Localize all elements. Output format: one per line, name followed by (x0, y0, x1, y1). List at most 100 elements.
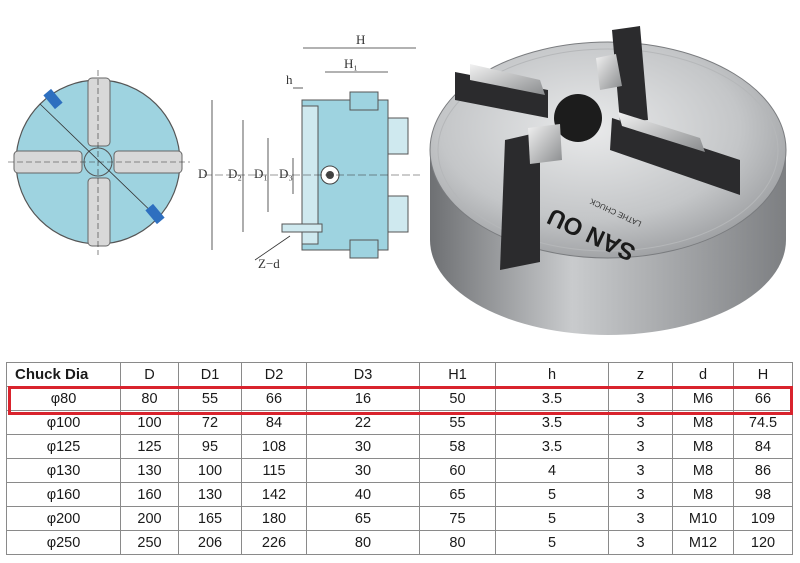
column-header: D1 (178, 362, 242, 387)
table-cell: 3 (608, 434, 673, 459)
table-cell: 60 (419, 458, 496, 483)
table-cell: 66 (241, 386, 307, 411)
table-cell: 3 (608, 410, 673, 435)
column-header: h (495, 362, 609, 387)
table-cell: M10 (672, 506, 734, 531)
table-cell: 72 (178, 410, 242, 435)
table-cell: 55 (419, 410, 496, 435)
dim-label-H1: H₁ (344, 56, 358, 71)
table-cell: M8 (672, 458, 734, 483)
table-cell: 3.5 (495, 386, 609, 411)
table-cell: 206 (178, 530, 242, 555)
table-cell: 50 (419, 386, 496, 411)
table-cell: φ250 (6, 530, 121, 555)
table-cell: 3 (608, 530, 673, 555)
table-cell: 75 (419, 506, 496, 531)
column-header: D3 (306, 362, 420, 387)
column-header: z (608, 362, 673, 387)
column-header: H1 (419, 362, 496, 387)
table-cell: φ160 (6, 482, 121, 507)
table-cell: M12 (672, 530, 734, 555)
table-cell: 55 (178, 386, 242, 411)
table-cell: 115 (241, 458, 307, 483)
table-cell: 160 (120, 482, 179, 507)
column-header: D2 (241, 362, 307, 387)
table-cell: 16 (306, 386, 420, 411)
table-cell: M8 (672, 434, 734, 459)
table-cell: 200 (120, 506, 179, 531)
table-cell: φ125 (6, 434, 121, 459)
dim-label-D: D (198, 166, 207, 181)
table-cell: 3 (608, 482, 673, 507)
dim-label-D2: D₂ (228, 166, 242, 181)
table-cell: 108 (241, 434, 307, 459)
table-cell: 130 (120, 458, 179, 483)
table-cell: 120 (733, 530, 793, 555)
table-cell: 65 (419, 482, 496, 507)
table-cell: 3 (608, 506, 673, 531)
chuck-product-photo: SAN OU LATHE CHUCK (429, 26, 787, 335)
table-cell: 40 (306, 482, 420, 507)
table-cell: 4 (495, 458, 609, 483)
table-cell: 65 (306, 506, 420, 531)
table-cell: 109 (733, 506, 793, 531)
table-cell: M8 (672, 410, 734, 435)
dim-label-D3: D₃ (279, 166, 293, 181)
table-cell: 100 (120, 410, 179, 435)
table-cell: 66 (733, 386, 793, 411)
table-cell: 74.5 (733, 410, 793, 435)
table-cell: 84 (733, 434, 793, 459)
table-cell: 98 (733, 482, 793, 507)
table-cell: M8 (672, 482, 734, 507)
table-cell: 5 (495, 506, 609, 531)
table-cell: 3 (608, 386, 673, 411)
column-header: Chuck Dia (6, 362, 121, 387)
table-cell: φ80 (6, 386, 121, 411)
dim-label-z-d: Z−d (258, 256, 280, 271)
table-cell: 86 (733, 458, 793, 483)
table-cell: 3.5 (495, 410, 609, 435)
table-cell: 5 (495, 530, 609, 555)
table-cell: 3 (608, 458, 673, 483)
table-cell: 5 (495, 482, 609, 507)
front-view-drawing (8, 70, 190, 255)
table-cell: M6 (672, 386, 734, 411)
table-cell: 226 (241, 530, 307, 555)
dim-label-H: H (356, 32, 365, 47)
table-cell: 80 (120, 386, 179, 411)
dim-label-h: h (286, 72, 293, 87)
dim-label-D1: D₁ (254, 166, 268, 181)
table-cell: 165 (178, 506, 242, 531)
column-header: H (733, 362, 793, 387)
table-cell: φ200 (6, 506, 121, 531)
table-cell: φ100 (6, 410, 121, 435)
table-cell: 130 (178, 482, 242, 507)
side-view-drawing (204, 47, 420, 261)
table-cell: 58 (419, 434, 496, 459)
table-cell: 22 (306, 410, 420, 435)
table-header-row: Chuck Dia D D1 D2 D3 H1 h z d H (6, 362, 793, 387)
column-header: d (672, 362, 734, 387)
table-cell: 30 (306, 458, 420, 483)
table-cell: 84 (241, 410, 307, 435)
table-cell: 80 (419, 530, 496, 555)
table-cell: 30 (306, 434, 420, 459)
technical-drawings: H H₁ h D D₂ D₁ D₃ Z−d SAN OU LATHE CHUCK (8, 26, 787, 335)
column-header: D (120, 362, 179, 387)
table-cell: φ130 (6, 458, 121, 483)
table-cell: 95 (178, 434, 242, 459)
table-cell: 125 (120, 434, 179, 459)
table-cell: 3.5 (495, 434, 609, 459)
table-cell: 80 (306, 530, 420, 555)
table-cell: 250 (120, 530, 179, 555)
table-cell: 180 (241, 506, 307, 531)
table-cell: 100 (178, 458, 242, 483)
